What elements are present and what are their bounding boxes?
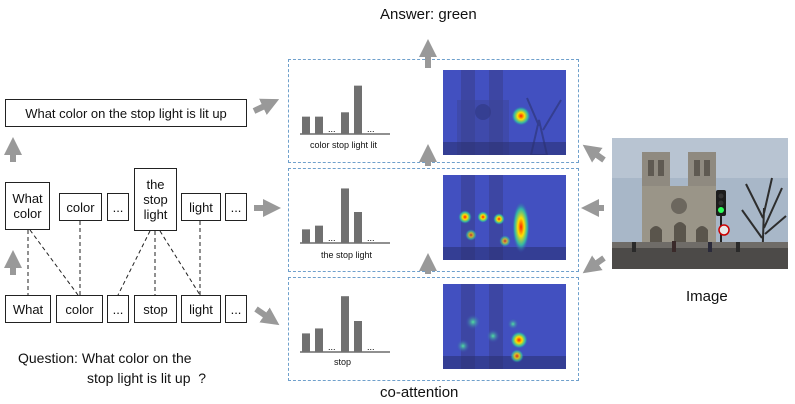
chart-bar bbox=[302, 116, 310, 134]
word-box-ellipsis-2: ... bbox=[225, 295, 247, 323]
attention-map-sentence bbox=[443, 70, 566, 155]
chart-caption-sentence: color stop light lit bbox=[310, 140, 378, 150]
chart-ellipsis: ... bbox=[328, 233, 336, 243]
question-line-1: Question: What color on the bbox=[18, 350, 192, 366]
phrase-box-color: color bbox=[59, 193, 102, 221]
word-text: ... bbox=[230, 301, 242, 317]
word-box-ellipsis-1: ... bbox=[107, 295, 129, 323]
phrase-box-light: light bbox=[181, 193, 221, 221]
cathedral-heatmap-icon bbox=[443, 70, 566, 155]
chart-ellipsis: ... bbox=[367, 233, 375, 243]
question-line-2: stop light is lit up ? bbox=[87, 370, 207, 386]
chart-ellipsis: ... bbox=[367, 342, 375, 352]
chart-sentence: ...... bbox=[300, 85, 390, 135]
word-text: color bbox=[65, 301, 94, 317]
sentence-text: What color on the stop light is lit up bbox=[25, 105, 227, 121]
sentence-box: What color on the stop light is lit up bbox=[5, 99, 247, 127]
word-box-stop: stop bbox=[134, 295, 177, 323]
arrow-left-icon bbox=[582, 144, 606, 163]
word-text: stop bbox=[143, 301, 168, 317]
chart-bar bbox=[315, 116, 323, 134]
chart-caption-phrase: the stop light bbox=[321, 250, 373, 260]
chart-bar bbox=[341, 112, 349, 134]
chart-bar bbox=[354, 212, 362, 243]
chart-bar bbox=[302, 229, 310, 243]
answer-text: Answer: green bbox=[380, 6, 477, 23]
phrase-box-ellipsis-1: ... bbox=[107, 193, 129, 221]
chart-bar bbox=[354, 85, 362, 134]
chart-bar bbox=[315, 225, 323, 243]
chart-phrase: ...... bbox=[300, 188, 390, 244]
cathedral-heatmap-icon bbox=[443, 175, 566, 260]
phrase-box-what-color: What color bbox=[5, 182, 50, 230]
chart-ellipsis: ... bbox=[328, 342, 336, 352]
input-image bbox=[612, 138, 788, 269]
word-box-what: What bbox=[5, 295, 51, 323]
phrase-text: light bbox=[189, 199, 213, 215]
image-label: Image bbox=[686, 288, 728, 305]
chart-bar bbox=[315, 328, 323, 352]
attention-map-word bbox=[443, 284, 566, 369]
chart-bar bbox=[341, 188, 349, 243]
chart-ellipsis: ... bbox=[367, 124, 375, 134]
chart-word: ...... bbox=[300, 296, 390, 353]
phrase-text: ... bbox=[230, 199, 242, 215]
word-text: light bbox=[189, 301, 213, 317]
word-box-color: color bbox=[56, 295, 103, 323]
word-text: ... bbox=[112, 301, 124, 317]
notre-dame-photo-icon bbox=[612, 138, 788, 269]
phrase-text: color bbox=[66, 199, 95, 215]
coattention-panel-phrase bbox=[288, 168, 579, 272]
coattention-panel-sentence bbox=[288, 59, 579, 163]
phrase-box-ellipsis-2: ... bbox=[225, 193, 247, 221]
word-box-light: light bbox=[181, 295, 221, 323]
arrow-right-icon bbox=[254, 306, 280, 326]
chart-bar bbox=[302, 333, 310, 352]
arrow-left-icon bbox=[582, 255, 606, 274]
cathedral-heatmap-icon bbox=[443, 284, 566, 369]
phrase-box-the-stop-light: the stop light bbox=[134, 168, 177, 231]
coattention-panel-word bbox=[288, 277, 579, 381]
word-text: What bbox=[12, 301, 44, 317]
chart-caption-word: stop bbox=[334, 357, 352, 367]
coattention-label: co-attention bbox=[380, 384, 459, 401]
chart-bar bbox=[341, 296, 349, 352]
attention-map-phrase bbox=[443, 175, 566, 260]
phrase-text: the stop light bbox=[143, 177, 168, 222]
chart-bar bbox=[354, 321, 362, 352]
phrase-text: ... bbox=[112, 199, 124, 215]
chart-ellipsis: ... bbox=[328, 124, 336, 134]
arrow-right-icon bbox=[252, 98, 280, 115]
phrase-text: What color bbox=[12, 191, 43, 221]
